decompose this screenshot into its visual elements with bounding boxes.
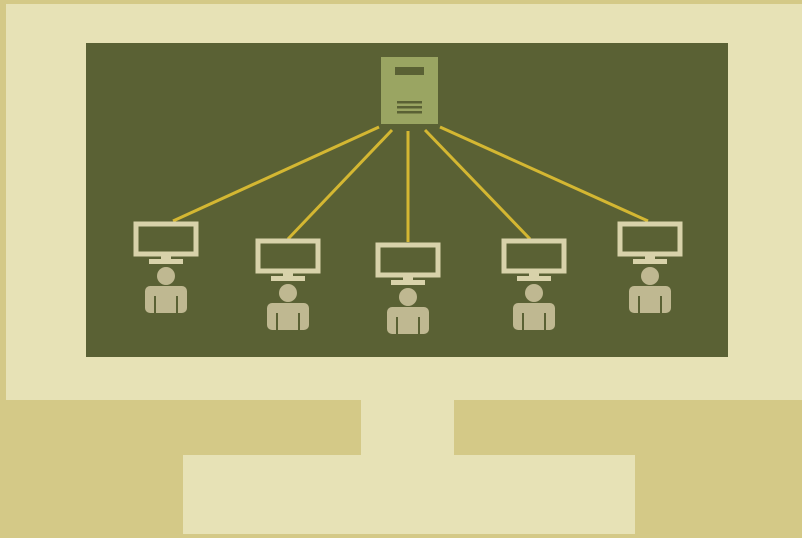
desktop-computer-icon [501, 238, 567, 281]
connection-line-5 [439, 125, 649, 223]
client-station-4 [501, 238, 567, 330]
user-icon [629, 267, 671, 313]
client-station-2 [255, 238, 321, 330]
connection-line-2 [286, 128, 394, 241]
desktop-computer-icon [375, 242, 441, 285]
client-station-1 [133, 221, 199, 313]
user-icon [267, 284, 309, 330]
monitor-stand-neck [361, 400, 454, 456]
server-icon [381, 57, 438, 124]
user-icon [145, 267, 187, 313]
desktop-computer-icon [617, 221, 683, 264]
client-station-3 [375, 242, 441, 334]
desktop-computer-icon [133, 221, 199, 264]
desktop-computer-icon [255, 238, 321, 281]
user-icon [387, 288, 429, 334]
connection-lines [172, 125, 649, 242]
client-station-5 [617, 221, 683, 313]
connection-line-4 [423, 128, 532, 241]
user-icon [513, 284, 555, 330]
monitor-stand-base [183, 455, 635, 534]
connection-line-1 [172, 125, 380, 223]
